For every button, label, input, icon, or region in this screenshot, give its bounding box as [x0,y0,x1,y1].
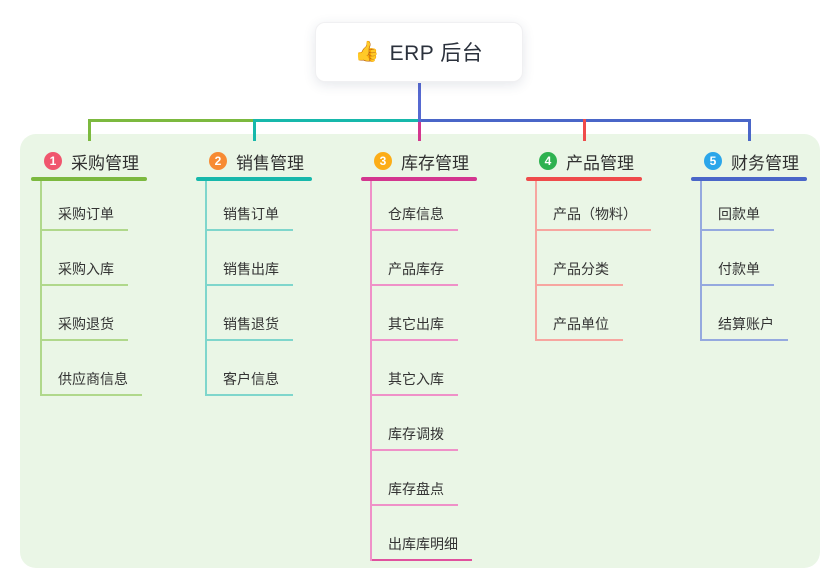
child-node[interactable]: 结算账户 [700,315,788,341]
branch-label: 销售管理 [236,153,304,173]
child-row: 客户信息 [205,341,326,396]
child-node[interactable]: 库存调拨 [370,425,458,451]
connector-line [748,119,751,141]
child-node[interactable]: 回款单 [700,205,774,231]
branches-panel [20,134,820,568]
branch-number-badge: 1 [44,152,62,170]
connector-line [254,119,419,122]
branch-label: 采购管理 [71,153,139,173]
connector-line [89,119,254,122]
branch-underline [691,177,807,181]
child-node[interactable]: 库存盘点 [370,480,458,506]
branch-node[interactable]: 1 采购管理 [31,148,161,174]
branch-node[interactable]: 5 财务管理 [691,148,821,174]
branch-underline [196,177,312,181]
child-node[interactable]: 产品分类 [535,260,623,286]
child-row: 库存调拨 [370,396,491,451]
branch-node[interactable]: 3 库存管理 [361,148,491,174]
child-row: 其它入库 [370,341,491,396]
child-node[interactable]: 客户信息 [205,370,293,396]
child-node[interactable]: 其它出库 [370,315,458,341]
branch-3: 3 库存管理仓库信息产品库存其它出库其它入库库存调拨库存盘点出库库明细 [361,148,491,561]
child-row: 产品（物料） [535,181,656,231]
child-connector-vline [370,181,372,561]
branch-number-badge: 2 [209,152,227,170]
child-node[interactable]: 仓库信息 [370,205,458,231]
child-node[interactable]: 供应商信息 [40,370,142,396]
child-node[interactable]: 产品（物料） [535,205,651,231]
branch-underline [526,177,642,181]
thumbs-up-icon: 👍 [354,41,380,63]
connector-line [88,119,91,141]
branch-4: 4 产品管理产品（物料） 产品分类产品单位 [526,148,656,341]
child-connector-vline [205,181,207,396]
child-node[interactable]: 销售退货 [205,315,293,341]
child-row: 采购入库 [40,231,161,286]
connector-line [418,122,421,141]
child-row: 回款单 [700,181,821,231]
branch-5: 5 财务管理回款单付款单结算账户 [691,148,821,341]
child-connector-vline [40,181,42,396]
child-node[interactable]: 销售订单 [205,205,293,231]
child-node[interactable]: 产品库存 [370,260,458,286]
branch-number-badge: 3 [374,152,392,170]
child-node[interactable]: 采购订单 [40,205,128,231]
branch-underline [31,177,147,181]
connector-line [583,119,586,141]
connector-line [253,119,256,141]
child-row: 采购订单 [40,181,161,231]
branch-children: 采购订单采购入库采购退货供应商信息 [40,181,161,396]
child-node[interactable]: 产品单位 [535,315,623,341]
root-connector-line [418,83,421,122]
branch-node[interactable]: 2 销售管理 [196,148,326,174]
child-row: 产品分类 [535,231,656,286]
branch-node[interactable]: 4 产品管理 [526,148,656,174]
branch-1: 1 采购管理采购订单采购入库采购退货供应商信息 [31,148,161,396]
child-node[interactable]: 销售出库 [205,260,293,286]
child-row: 销售出库 [205,231,326,286]
branch-children: 产品（物料） 产品分类产品单位 [535,181,656,341]
child-node[interactable]: 采购入库 [40,260,128,286]
branch-underline [361,177,477,181]
child-connector-vline [535,181,537,341]
child-row: 库存盘点 [370,451,491,506]
branch-number-badge: 4 [539,152,557,170]
child-row: 采购退货 [40,286,161,341]
branch-children: 回款单付款单结算账户 [700,181,821,341]
branch-label: 库存管理 [401,153,469,173]
child-node[interactable]: 付款单 [700,260,774,286]
child-row: 付款单 [700,231,821,286]
child-row: 其它出库 [370,286,491,341]
child-node[interactable]: 出库库明细 [370,535,472,561]
child-row: 产品单位 [535,286,656,341]
child-row: 仓库信息 [370,181,491,231]
branch-label: 产品管理 [566,153,634,173]
branch-2: 2 销售管理销售订单销售出库销售退货客户信息 [196,148,326,396]
child-row: 销售退货 [205,286,326,341]
branch-number-badge: 5 [704,152,722,170]
child-connector-vline [700,181,702,341]
child-node[interactable]: 采购退货 [40,315,128,341]
child-row: 供应商信息 [40,341,161,396]
child-row: 出库库明细 [370,506,491,561]
root-title: ERP 后台 [389,42,484,65]
child-node[interactable]: 其它入库 [370,370,458,396]
child-row: 销售订单 [205,181,326,231]
child-row: 结算账户 [700,286,821,341]
child-row: 产品库存 [370,231,491,286]
branch-children: 销售订单销售出库销售退货客户信息 [205,181,326,396]
root-node[interactable]: 👍 ERP 后台 [315,22,523,82]
branch-children: 仓库信息产品库存其它出库其它入库库存调拨库存盘点出库库明细 [370,181,491,561]
branch-label: 财务管理 [731,153,799,173]
